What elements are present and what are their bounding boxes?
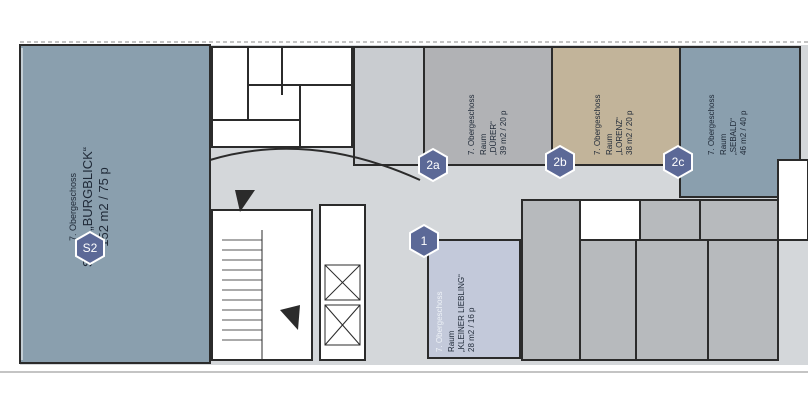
sebald-info: 46 m2 / 40 p (739, 110, 748, 155)
sebald-type: Raum (719, 133, 728, 155)
badge-1-label: 1 (421, 234, 428, 248)
label-lorenz: 7. Obergeschoss Raum „LORENZ“ 38 m2 / 20… (593, 95, 634, 155)
badge-s2[interactable]: S2 (75, 230, 105, 266)
room-kleiner-liebling[interactable] (427, 239, 521, 359)
column (235, 190, 255, 212)
lorenz-type: Raum (605, 133, 614, 155)
room-saal-burgblick[interactable] (19, 44, 211, 364)
column (280, 305, 300, 330)
room-duerer[interactable] (423, 46, 553, 166)
label-duerer: 7. Obergeschoss Raum „DÜRER“ 39 m2 / 20 … (467, 95, 508, 155)
badge-2c-label: 2c (672, 155, 685, 169)
duerer-name: „DÜRER“ (489, 121, 498, 155)
sebald-floor: 7. Obergeschoss (707, 95, 716, 155)
small-rooms (521, 199, 781, 361)
badge-s2-label: S2 (83, 241, 98, 255)
stair-steps (222, 239, 262, 341)
badge-1[interactable]: 1 (409, 223, 439, 259)
lorenz-floor: 7. Obergeschoss (593, 95, 602, 155)
saal-info: 152 m2 / 75 p (96, 167, 111, 247)
lorenz-info: 38 m2 / 20 p (625, 110, 634, 155)
duerer-floor: 7. Obergeschoss (467, 95, 476, 155)
sebald-name: „SEBALD“ (729, 118, 738, 155)
badge-2a[interactable]: 2a (418, 147, 448, 183)
badge-2a-label: 2a (426, 158, 440, 172)
label-sebald: 7. Obergeschoss Raum „SEBALD“ 46 m2 / 40… (707, 95, 748, 155)
edge-room (777, 159, 808, 241)
lorenz-name: „LORENZ“ (615, 117, 624, 155)
badge-2c[interactable]: 2c (663, 144, 693, 180)
lobby-curve (209, 147, 421, 181)
kleiner-floor: 7. Obergeschoss (435, 292, 444, 352)
saal-floor: 7. Obergeschoss (68, 172, 78, 241)
duerer-info: 39 m2 / 20 p (499, 110, 508, 155)
small-room-white (579, 199, 641, 241)
kleiner-info: 28 m2 / 16 p (467, 307, 476, 352)
badge-2b[interactable]: 2b (545, 144, 575, 180)
kleiner-type: Raum (447, 330, 456, 352)
label-kleiner: 7. Obergeschoss Raum „KLEINER LIEBLING“ … (435, 274, 476, 352)
badge-2b-label: 2b (553, 155, 567, 169)
duerer-type: Raum (479, 133, 488, 155)
room-small-grey (353, 46, 425, 166)
kleiner-name: „KLEINER LIEBLING“ (457, 274, 466, 352)
elevator-cross (324, 264, 361, 346)
